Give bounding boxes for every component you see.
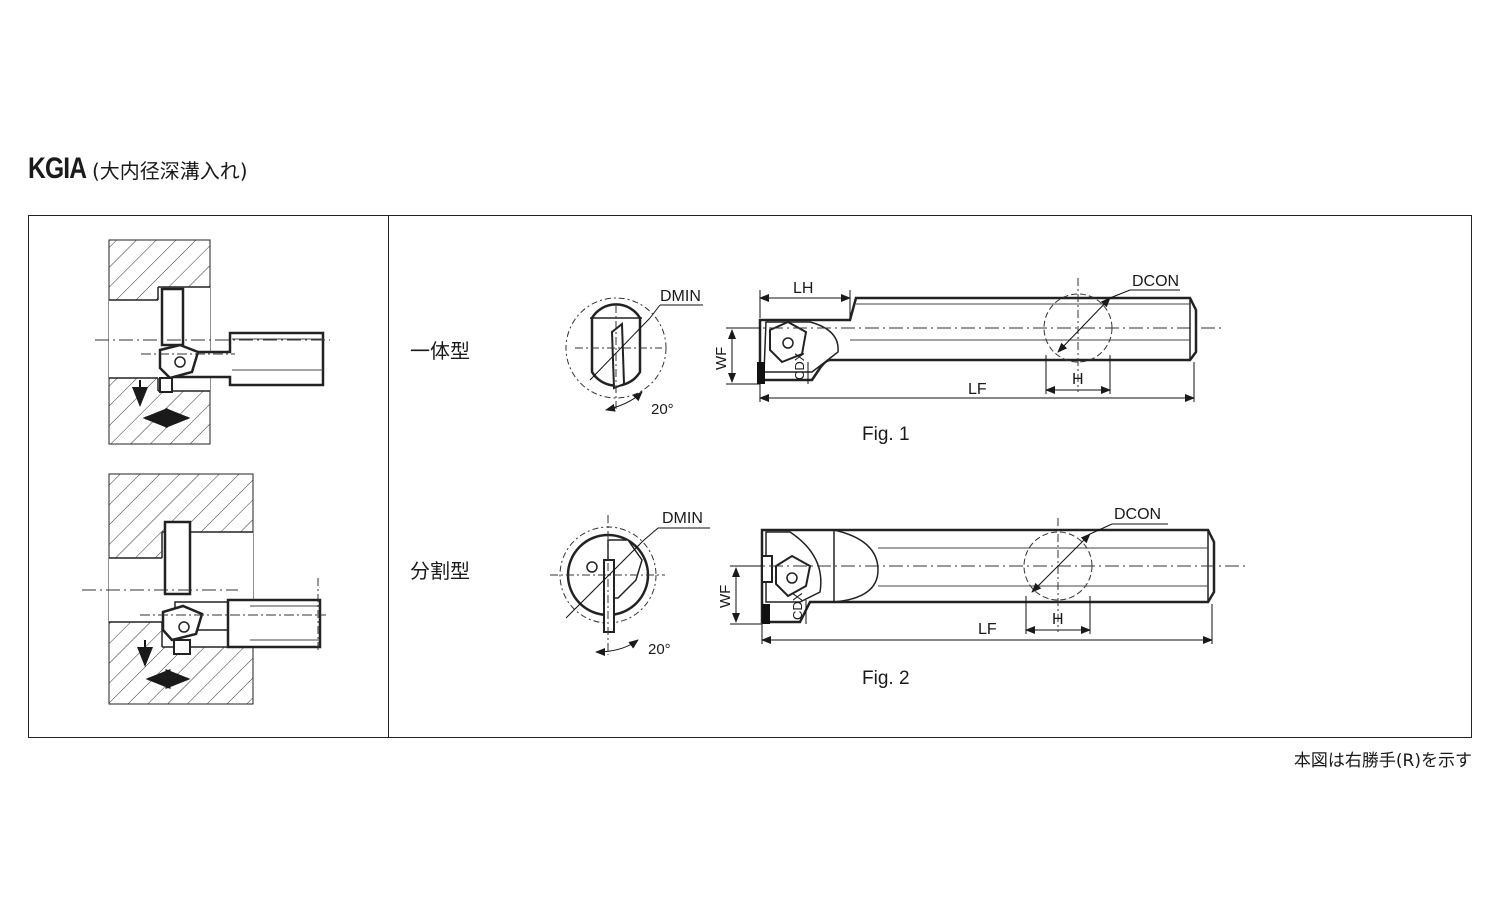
product-code: KGIA — [28, 152, 87, 185]
fig2-cdx-label: CDX — [790, 592, 805, 620]
fig1-side-view: LH DCON WF CDX H LF — [713, 273, 1222, 402]
fig1-lf-label: LF — [968, 381, 987, 398]
page-title: KGIA (大内径深溝入れ) — [28, 152, 248, 192]
diagram-frame — [28, 215, 1472, 738]
fig1-dmin-label: DMIN — [660, 288, 701, 305]
product-subtitle: (大内径深溝入れ) — [92, 159, 248, 183]
fig1-h-label: H — [1072, 371, 1084, 388]
fig1-wf-label: WF — [713, 347, 730, 370]
fig1-cdx-label: CDX — [792, 352, 807, 380]
fig2-lf-label: LF — [978, 621, 997, 638]
fig2-angle-label: 20° — [648, 641, 671, 658]
fig2-end-view: DMIN 20° — [550, 510, 710, 658]
fig2-dmin-label: DMIN — [662, 510, 703, 527]
fig2-side-view: DCON WF CDX H LF — [717, 506, 1248, 644]
fig2-wf-label: WF — [717, 585, 734, 608]
panel-divider — [388, 215, 389, 738]
type-label-split: 分割型 — [410, 559, 470, 583]
fig2-dcon-label: DCON — [1114, 506, 1161, 523]
type-label-integral: 一体型 — [410, 339, 470, 363]
fig1-caption: Fig. 1 — [862, 424, 910, 445]
fig1-dcon-label: DCON — [1132, 273, 1179, 290]
fig1-angle-label: 20° — [651, 401, 674, 418]
fig1-lh-label: LH — [793, 280, 813, 297]
fig1-end-view: DMIN 20° — [565, 288, 703, 418]
fig2-caption: Fig. 2 — [862, 668, 910, 689]
workpiece-sketch-integral — [95, 239, 330, 445]
fig2-h-label: H — [1052, 611, 1064, 628]
footnote: 本図は右勝手(R)を示す — [1293, 751, 1472, 771]
workpiece-sketch-split — [82, 473, 326, 705]
